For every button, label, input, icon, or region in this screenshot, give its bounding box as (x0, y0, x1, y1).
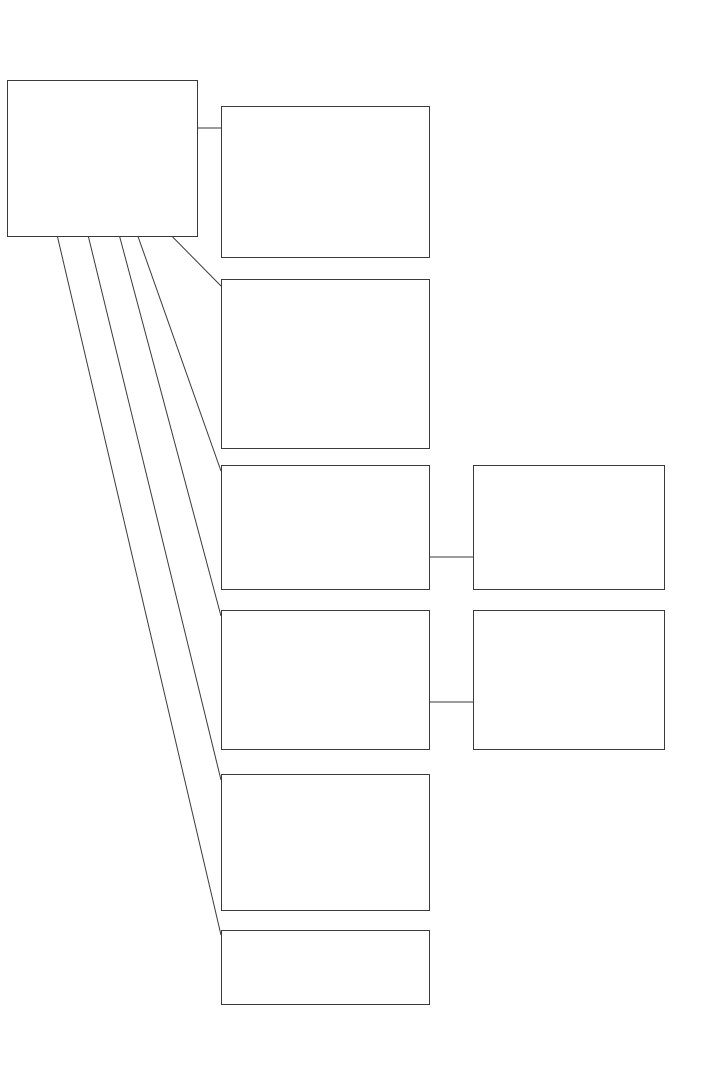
progress-menu-box (221, 774, 430, 911)
change-status-menu-box (473, 465, 665, 590)
logical-drive-menu-box (221, 610, 430, 750)
connector-progress (77, 193, 222, 781)
connector-logical-drive (103, 177, 222, 617)
help-menu-box (221, 930, 430, 1005)
configuration-menu-box (221, 106, 430, 258)
main-menu-box (7, 80, 198, 237)
change-config-menu-box (473, 610, 665, 750)
adapter-menu-box (221, 279, 430, 449)
physical-drive-menu-box (221, 465, 430, 590)
connector-help (50, 208, 222, 936)
